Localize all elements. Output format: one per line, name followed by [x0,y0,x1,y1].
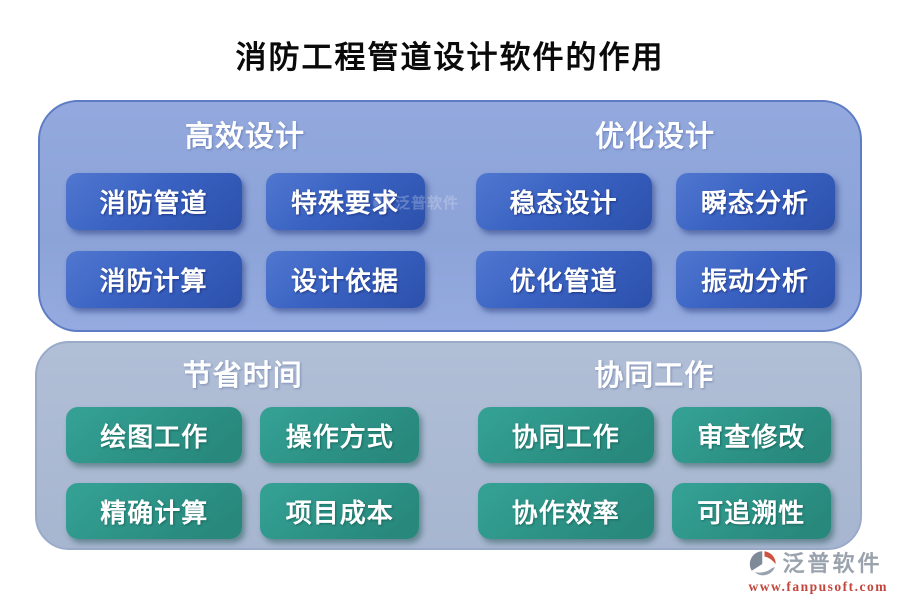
button-grid: 消防管道 特殊要求 消防计算 设计依据 [65,173,425,308]
button-grid: 绘图工作 操作方式 精确计算 项目成本 [66,407,420,539]
section-header-time-saving: 节省时间 [182,360,303,392]
button-fire-calculation[interactable]: 消防计算 [65,251,242,308]
section-header-efficient-design: 高效设计 [184,121,305,153]
fanpu-logo-icon [750,551,777,576]
section-efficient-design: 高效设计 消防管道 特殊要求 消防计算 设计依据 [40,102,450,330]
section-header-collaboration: 协同工作 [594,360,715,392]
brand-name: 泛普软件 [782,551,883,577]
button-design-basis[interactable]: 设计依据 [265,251,425,308]
button-grid: 稳态设计 瞬态分析 优化管道 振动分析 [475,173,835,308]
button-collaboration-efficiency[interactable]: 协作效率 [477,483,654,539]
section-header-optimized-design: 优化设计 [594,121,715,153]
brand-url[interactable]: www.fanpusoft.com [748,578,888,594]
button-operation-mode[interactable]: 操作方式 [260,407,420,463]
page-title: 消防工程管道设计软件的作用 [235,40,665,75]
button-special-requirements[interactable]: 特殊要求 [265,173,425,230]
button-collaborative-work[interactable]: 协同工作 [477,407,654,463]
section-collaboration: 协同工作 协同工作 审查修改 协作效率 可追溯性 [449,343,861,548]
brand-row: 泛普软件 [748,549,882,579]
button-drawing-work[interactable]: 绘图工作 [66,407,243,463]
panel-design: 高效设计 消防管道 特殊要求 消防计算 设计依据 优化设计 稳态设计 瞬态分析 … [38,100,862,332]
button-precise-calculation[interactable]: 精确计算 [66,483,243,539]
button-traceability[interactable]: 可追溯性 [671,483,831,539]
button-review-modification[interactable]: 审查修改 [671,407,831,463]
panel-workflow: 节省时间 绘图工作 操作方式 精确计算 项目成本 协同工作 协同工作 审查修改 … [35,341,862,550]
button-grid: 协同工作 审查修改 协作效率 可追溯性 [477,407,831,539]
button-pipeline-optimization[interactable]: 优化管道 [475,251,652,308]
button-vibration-analysis[interactable]: 振动分析 [675,251,835,308]
button-fire-pipeline[interactable]: 消防管道 [65,173,242,230]
button-project-cost[interactable]: 项目成本 [260,483,420,539]
section-time-saving: 节省时间 绘图工作 操作方式 精确计算 项目成本 [37,343,449,548]
button-steady-state-design[interactable]: 稳态设计 [475,173,652,230]
section-optimized-design: 优化设计 稳态设计 瞬态分析 优化管道 振动分析 [450,102,860,330]
footer-logo[interactable]: 泛普软件 www.fanpusoft.com [748,549,888,594]
button-transient-analysis[interactable]: 瞬态分析 [675,173,835,230]
